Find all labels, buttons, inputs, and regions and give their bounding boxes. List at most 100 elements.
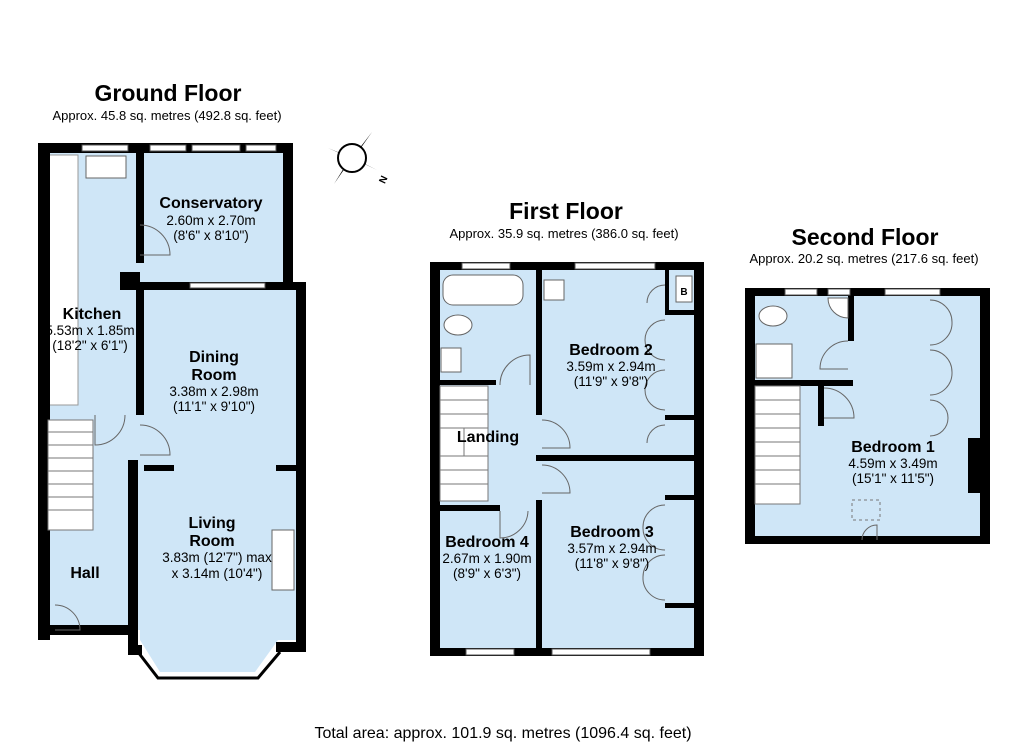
cupboard-wall-1 bbox=[665, 310, 694, 315]
basin-bedroom2 bbox=[543, 279, 565, 301]
first-stairs bbox=[439, 385, 489, 502]
first-floor-area: Approx. 35.9 sq. metres (386.0 sq. feet) bbox=[449, 226, 678, 241]
second-floor-area: Approx. 20.2 sq. metres (217.6 sq. feet) bbox=[749, 251, 978, 266]
boiler-label: B bbox=[680, 287, 687, 298]
bedroom3-door-icon bbox=[541, 464, 571, 494]
first-west-wall bbox=[430, 262, 440, 656]
bedroom3-window bbox=[551, 648, 651, 656]
compass-north-label: N bbox=[377, 174, 390, 185]
dining-name-line2: Room bbox=[191, 367, 236, 384]
bedroom2-dim-metric: 3.59m x 2.94m bbox=[566, 359, 655, 374]
bed4-bed3-wall bbox=[536, 500, 542, 648]
ground-south-wall bbox=[38, 625, 136, 635]
bedroom1-window bbox=[884, 288, 941, 296]
boiler-cupboard-wall bbox=[665, 270, 669, 310]
kitchen-window bbox=[81, 144, 129, 152]
chimney-breast bbox=[968, 438, 980, 493]
living-west-wall bbox=[128, 460, 138, 655]
hall-name: Hall bbox=[70, 565, 99, 582]
boiler-door-icon bbox=[646, 284, 666, 304]
living-name-line1: Living bbox=[188, 515, 235, 532]
boiler-box bbox=[675, 275, 693, 303]
kitchen-worktop bbox=[47, 154, 79, 406]
fireplace bbox=[271, 529, 295, 591]
bedroom4-window bbox=[465, 648, 515, 656]
shower-room-east-wall bbox=[848, 296, 854, 341]
bathroom-door-icon bbox=[499, 354, 531, 386]
conservatory-window-3 bbox=[245, 144, 277, 152]
eaves-door-icon-1 bbox=[929, 299, 953, 346]
bedroom4-dim-metric: 2.67m x 1.90m bbox=[442, 551, 531, 566]
bedroom4-door-icon bbox=[499, 510, 529, 539]
cupboard-wall-4 bbox=[665, 603, 694, 608]
eaves-door-icon-2 bbox=[929, 349, 953, 396]
bed4-north-wall bbox=[440, 505, 500, 511]
eaves-door-icon-3 bbox=[929, 399, 949, 437]
bedroom1-dim-imperial: (15'1" x 11'5") bbox=[852, 471, 934, 486]
conservatory-window-2 bbox=[191, 144, 241, 152]
kitchen-dim-metric: 5.53m x 1.85m bbox=[45, 323, 134, 338]
chimney-block bbox=[120, 272, 140, 290]
kitchen-sink bbox=[85, 155, 127, 179]
wardrobe-door-icon-3 bbox=[642, 504, 666, 551]
wardrobe-door-icon-1 bbox=[644, 319, 666, 361]
conservatory-window-1 bbox=[149, 144, 187, 152]
bedroom1-dim-metric: 4.59m x 3.49m bbox=[848, 456, 937, 471]
living-dim-imperial: x 3.14m (10'4") bbox=[172, 566, 263, 581]
second-west-wall bbox=[745, 288, 755, 544]
conservatory-dim-imperial: (8'6" x 8'10") bbox=[173, 228, 249, 243]
wardrobe-door-icon-2 bbox=[644, 369, 666, 411]
bedroom4-dim-imperial: (8'9" x 6'3") bbox=[453, 566, 521, 581]
bathroom-south-wall bbox=[440, 380, 496, 385]
shower-tray bbox=[755, 343, 793, 379]
dining-dim-imperial: (11'1" x 9'10") bbox=[173, 399, 255, 414]
loft-hatch bbox=[851, 499, 881, 521]
dining-west-wall bbox=[136, 290, 144, 415]
bedroom3-dim-metric: 3.57m x 2.94m bbox=[567, 541, 656, 556]
kitchen-name: Kitchen bbox=[63, 306, 122, 323]
dining-window bbox=[189, 282, 266, 289]
living-south-west-wall bbox=[128, 645, 142, 655]
cupboard-wall-2 bbox=[665, 415, 694, 420]
dining-name-line1: Dining bbox=[189, 349, 239, 366]
second-floor-title: Second Floor bbox=[792, 224, 939, 250]
conservatory-dim-metric: 2.60m x 2.70m bbox=[166, 213, 255, 228]
conservatory-door-icon bbox=[139, 224, 171, 256]
cupboard-door-icon bbox=[646, 424, 666, 444]
bedroom1-door-icon bbox=[823, 387, 855, 419]
first-floor-title: First Floor bbox=[509, 198, 623, 224]
corner-basin bbox=[827, 297, 849, 319]
kitchen-dim-imperial: (18'2" x 6'1") bbox=[52, 338, 128, 353]
stairwell-east-wall bbox=[818, 386, 824, 426]
dining-dim-metric: 3.38m x 2.98m bbox=[169, 384, 258, 399]
bay-window-fill bbox=[140, 640, 278, 672]
second-stairs bbox=[754, 385, 801, 505]
bedroom2-name: Bedroom 2 bbox=[569, 342, 653, 359]
shower-door-icon bbox=[819, 340, 849, 370]
living-dim-metric: 3.83m (12'7") max bbox=[162, 550, 272, 565]
living-south-wall bbox=[276, 642, 306, 652]
ground-west-wall bbox=[38, 143, 50, 640]
ground-floor-area: Approx. 45.8 sq. metres (492.8 sq. feet) bbox=[52, 108, 281, 123]
living-name-line2: Room bbox=[189, 533, 234, 550]
conservatory-west-wall bbox=[136, 153, 144, 263]
second-north-wall bbox=[745, 288, 990, 296]
second-floor-plan: Second Floor Approx. 20.2 sq. metres (21… bbox=[745, 224, 990, 544]
bedroom1-name: Bedroom 1 bbox=[851, 439, 935, 456]
bedroom4-name: Bedroom 4 bbox=[445, 534, 529, 551]
first-east-wall bbox=[694, 262, 704, 656]
dining-door-icon bbox=[139, 424, 171, 456]
bath-tub bbox=[442, 274, 524, 306]
cupboard-wall-3 bbox=[665, 495, 694, 500]
loft-hatch-door-icon bbox=[861, 524, 878, 541]
ground-floor-plan: Ground Floor Approx. 45.8 sq. metres (49… bbox=[38, 80, 306, 680]
first-north-wall bbox=[430, 262, 704, 270]
living-divider-stub bbox=[276, 465, 296, 471]
conservatory-name: Conservatory bbox=[159, 195, 262, 212]
bedroom2-door-icon bbox=[541, 419, 571, 449]
front-door-icon bbox=[54, 604, 81, 631]
bed2-bed3-wall bbox=[536, 455, 694, 461]
wardrobe-door-icon-4 bbox=[642, 554, 666, 601]
ground-stairs bbox=[47, 419, 94, 531]
compass-icon: N bbox=[328, 132, 390, 186]
